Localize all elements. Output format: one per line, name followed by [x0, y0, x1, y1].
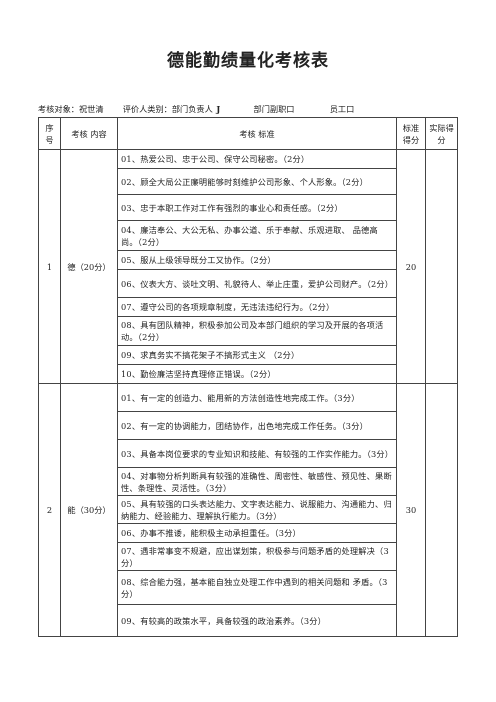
- criterion-item: 07、遇非常事变不规避，应出谋划策，积极参与问题矛盾的处理解决（3分）: [117, 542, 397, 571]
- standard-score: 20: [396, 149, 426, 384]
- criterion-item: 03、忠于本职工作对工作有强烈的事业心和责任感。（2分）: [117, 194, 397, 221]
- header-content: 考核 内容: [60, 117, 118, 150]
- header-standard-score: 标准得分: [396, 117, 426, 150]
- assessee-label: 考核对象：祝世清: [38, 104, 104, 114]
- page-title: 德能勤绩量化考核表: [167, 51, 329, 71]
- table-row: 09、有较高的政策水平，具备较强的政治素养。（3分）: [39, 604, 458, 637]
- actual-score-cell[interactable]: [425, 383, 458, 637]
- criterion-item: 06、仪表大方、谈吐文明、礼貌待人、举止庄重，爱护公司财产。（2分）: [117, 269, 397, 298]
- table-row: 07、遇非常事变不规避，应出谋划策，积极参与问题矛盾的处理解决（3分）: [39, 542, 458, 571]
- deputy-checkbox-label: 部门副职口: [253, 104, 295, 114]
- header-criteria: 考核 标准: [117, 117, 397, 150]
- table-row: 03、具备本岗位要求的专业知识和技能、有较强的工作实作能力。（3分）: [39, 439, 458, 468]
- criterion-item: 05、具有较强的口头表达能力、文字表达能力、说服能力、沟通能力、归纳能力、经验能…: [117, 495, 397, 524]
- criterion-item: 08、综合能力强，基本能自独立处理工作中遇到的相关问题和 矛盾。（3分）: [117, 570, 397, 605]
- section-seq: 2: [38, 383, 61, 637]
- section-seq: 1: [38, 149, 61, 384]
- table-row: 08、综合能力强，基本能自独立处理工作中遇到的相关问题和 矛盾。（3分）: [39, 570, 458, 605]
- section-name: 德（20分）: [60, 149, 118, 384]
- section-name: 能（30分）: [60, 383, 118, 637]
- header-actual-score: 实际得分: [425, 117, 458, 150]
- criterion-item: 04、廉洁奉公、大公无私、办事公道、乐于奉献、乐观进取、 品德高尚。（2分）: [117, 220, 397, 251]
- criterion-item: 10、勤俭廉洁坚持真理修正错误。（2分）: [117, 364, 397, 384]
- evaluation-meta: 考核对象：祝世清 评价人类别：部门负责人 J 部门副职口 员工口: [38, 103, 478, 115]
- table-row: 06、仪表大方、谈吐文明、礼貌待人、举止庄重，爱护公司财产。（2分）: [39, 269, 458, 298]
- table-row: 05、具有较强的口头表达能力、文字表达能力、说服能力、沟通能力、归纳能力、经验能…: [39, 495, 458, 524]
- check-mark: J: [216, 104, 221, 114]
- criterion-item: 09、有较高的政策水平，具备较强的政治素养。（3分）: [117, 604, 397, 637]
- criterion-item: 04、对事物分析判断具有较强的准确性、周密性、敏感性、预见性、果断性、条理性、灵…: [117, 467, 397, 496]
- header-seq: 序号: [38, 117, 61, 150]
- staff-checkbox-label: 员工口: [329, 104, 355, 114]
- criterion-item: 03、具备本岗位要求的专业知识和技能、有较强的工作实作能力。（3分）: [117, 439, 397, 468]
- criterion-item: 06、办事不推诿，能积极主动承担重任。（3分）: [117, 523, 397, 543]
- standard-score: 30: [396, 383, 426, 637]
- table-header-row: 序号 考核 内容 考核 标准 标准得分 实际得分: [38, 117, 458, 150]
- criterion-item: 01、有一定的创造力、能用新的方法创造性地完成工作。（3分）: [117, 383, 397, 412]
- table-row: 02、有一定的协调能力，团结协作，出色地完成工作任务。（3分）: [39, 411, 458, 440]
- criterion-item: 09、求真务实不搞花架子不搞形式主义 （2分）: [117, 345, 397, 365]
- evaluator-category-label: 评价人类别：部门负责人: [122, 104, 213, 114]
- criterion-item: 08、具有团队精神，积极参加公司及本部门组织的学习及开展的各项活动。（2分）: [117, 316, 397, 346]
- actual-score-cell[interactable]: [425, 149, 458, 384]
- criterion-item: 05、服从上级领导既分工又协作。（2分）: [117, 250, 397, 270]
- criterion-item: 02、顾全大局公正廉明能够时刻维护公司形象、个人形象。（2分）: [117, 168, 397, 195]
- criterion-item: 07、遵守公司的各项规章制度，无违法违纪行为。（2分）: [117, 297, 397, 317]
- criterion-item: 02、有一定的协调能力，团结协作，出色地完成工作任务。（3分）: [117, 411, 397, 440]
- criterion-item: 01、热爱公司、忠于公司、保守公司秘密。（2分）: [117, 149, 397, 169]
